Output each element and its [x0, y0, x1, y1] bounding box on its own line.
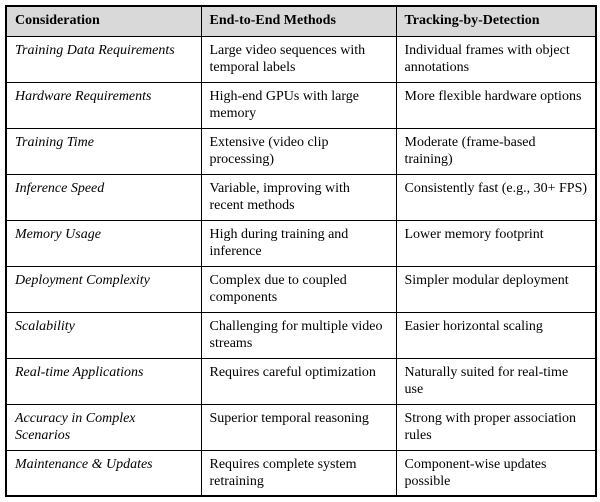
table-row: Training Time Extensive (video clip proc… [5, 127, 597, 175]
table-row: Memory Usage High during training and in… [5, 219, 597, 267]
column-header-end-to-end: End-to-End Methods [200, 5, 397, 37]
cell-end-to-end: Complex due to coupled components [200, 265, 397, 313]
cell-end-to-end: Challenging for multiple video streams [200, 311, 397, 359]
comparison-table: Consideration End-to-End Methods Trackin… [5, 5, 597, 497]
cell-consideration: Memory Usage [5, 219, 202, 267]
table-row: Training Data Requirements Large video s… [5, 35, 597, 83]
cell-end-to-end: Requires complete system retraining [200, 449, 397, 497]
cell-end-to-end: High during training and inference [200, 219, 397, 267]
cell-tracking-by-detection: Moderate (frame-based training) [395, 127, 597, 175]
table-row: Maintenance & Updates Requires complete … [5, 449, 597, 497]
table-row: Hardware Requirements High-end GPUs with… [5, 81, 597, 129]
table-row: Deployment Complexity Complex due to cou… [5, 265, 597, 313]
cell-consideration: Real-time Applications [5, 357, 202, 405]
table-row: Accuracy in Complex Scenarios Superior t… [5, 403, 597, 451]
cell-consideration: Inference Speed [5, 173, 202, 221]
cell-tracking-by-detection: Lower memory footprint [395, 219, 597, 267]
cell-tracking-by-detection: Component-wise updates possible [395, 449, 597, 497]
cell-consideration: Hardware Requirements [5, 81, 202, 129]
cell-end-to-end: Large video sequences with temporal labe… [200, 35, 397, 83]
cell-consideration: Maintenance & Updates [5, 449, 202, 497]
table-row: Inference Speed Variable, improving with… [5, 173, 597, 221]
cell-tracking-by-detection: Naturally suited for real-time use [395, 357, 597, 405]
cell-consideration: Training Data Requirements [5, 35, 202, 83]
cell-consideration: Deployment Complexity [5, 265, 202, 313]
cell-end-to-end: Requires careful optimization [200, 357, 397, 405]
cell-end-to-end: Variable, improving with recent methods [200, 173, 397, 221]
cell-tracking-by-detection: Individual frames with object annotation… [395, 35, 597, 83]
cell-tracking-by-detection: More flexible hardware options [395, 81, 597, 129]
cell-consideration: Training Time [5, 127, 202, 175]
cell-tracking-by-detection: Strong with proper association rules [395, 403, 597, 451]
cell-consideration: Scalability [5, 311, 202, 359]
cell-tracking-by-detection: Consistently fast (e.g., 30+ FPS) [395, 173, 597, 221]
cell-tracking-by-detection: Easier horizontal scaling [395, 311, 597, 359]
cell-tracking-by-detection: Simpler modular deployment [395, 265, 597, 313]
cell-end-to-end: Superior temporal reasoning [200, 403, 397, 451]
table-row: Real-time Applications Requires careful … [5, 357, 597, 405]
table-header-row: Consideration End-to-End Methods Trackin… [5, 5, 597, 37]
cell-consideration: Accuracy in Complex Scenarios [5, 403, 202, 451]
cell-end-to-end: High-end GPUs with large memory [200, 81, 397, 129]
column-header-consideration: Consideration [5, 5, 202, 37]
cell-end-to-end: Extensive (video clip processing) [200, 127, 397, 175]
table-row: Scalability Challenging for multiple vid… [5, 311, 597, 359]
column-header-tracking-by-detection: Tracking-by-Detection [395, 5, 597, 37]
